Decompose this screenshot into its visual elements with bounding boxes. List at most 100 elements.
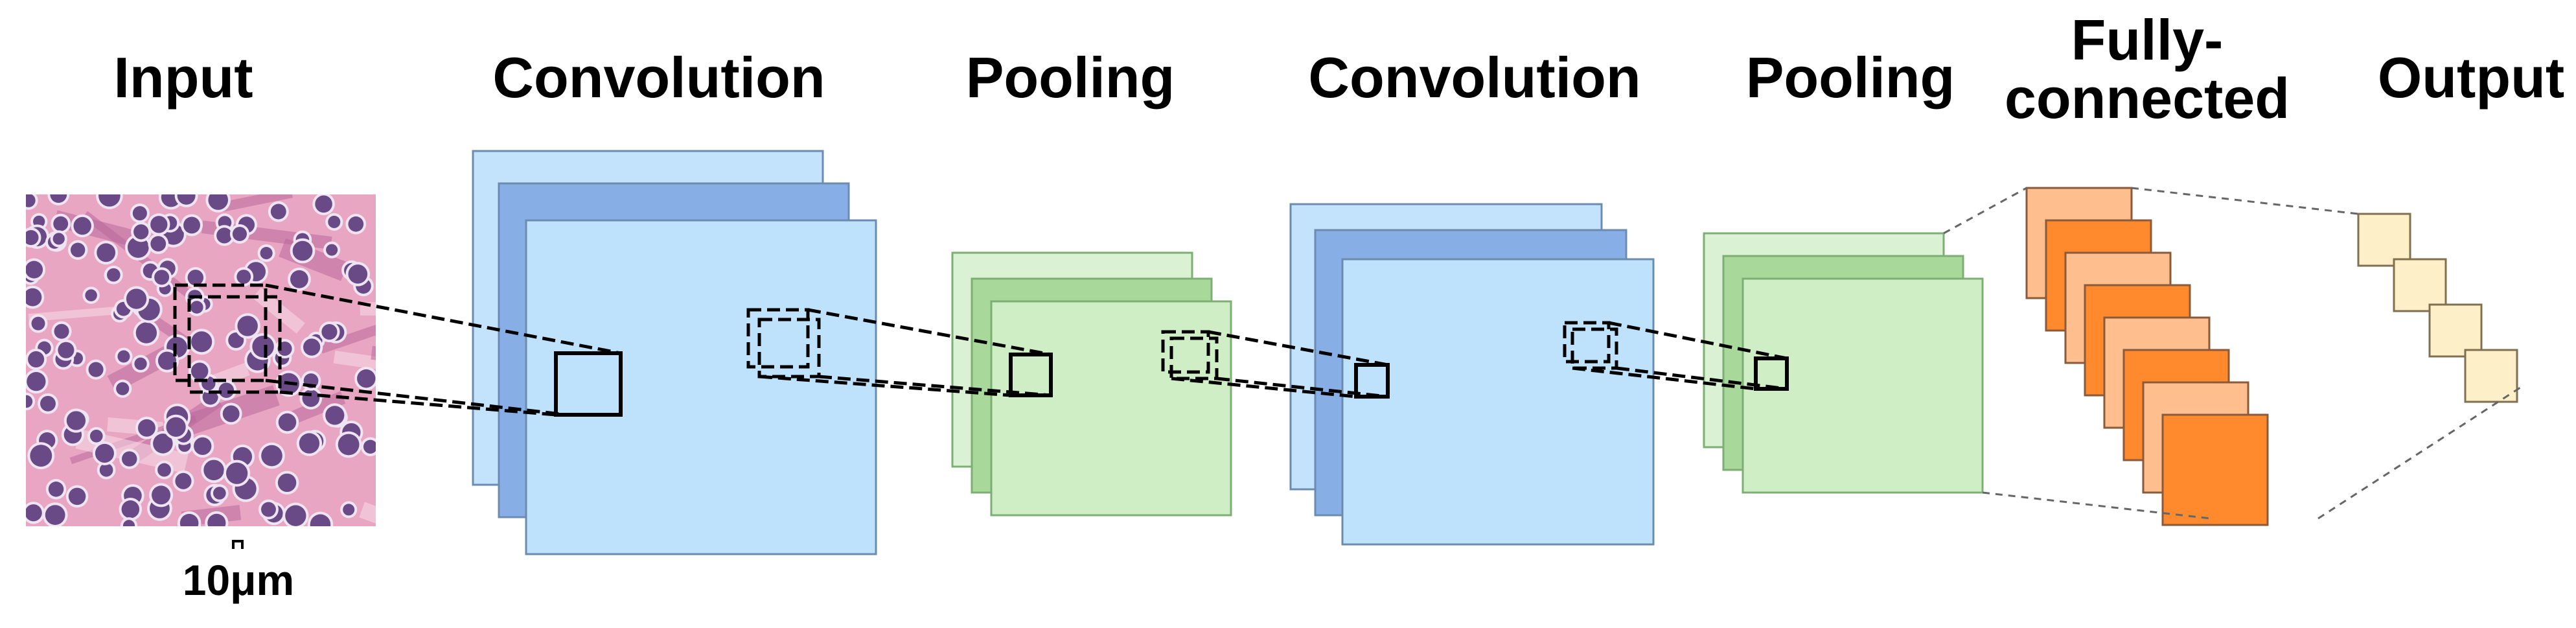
nucleus — [52, 233, 65, 245]
nucleus — [190, 301, 203, 314]
pool1-feature-maps — [951, 251, 1232, 517]
nucleus — [260, 246, 273, 260]
nucleus — [117, 350, 130, 363]
scale-bar-label: 10μm — [183, 556, 294, 604]
title-convolution-1: Convolution — [492, 45, 825, 110]
nucleus — [321, 323, 338, 340]
nucleus — [137, 419, 155, 437]
nucleus — [89, 429, 103, 443]
output-unit — [2464, 349, 2518, 403]
conv1-source-field-back — [746, 308, 810, 369]
nucleus — [26, 229, 39, 246]
projection-line — [1572, 366, 1756, 391]
pool2-feature-maps — [1703, 232, 1984, 494]
nucleus — [187, 270, 204, 286]
input-receptive-field-back — [187, 295, 282, 394]
nucleus — [191, 331, 213, 353]
conv2-map-front — [1341, 258, 1655, 546]
nucleus — [328, 215, 341, 228]
nucleus — [326, 244, 338, 256]
title-pooling-1: Pooling — [966, 45, 1175, 110]
nucleus — [28, 351, 45, 367]
nucleus — [85, 289, 97, 301]
title-convolution-2: Convolution — [1308, 45, 1640, 110]
nucleus — [237, 316, 258, 336]
receptive-field-projections — [173, 187, 2521, 520]
conv1-map-front — [525, 219, 877, 555]
tissue-streak — [319, 316, 376, 354]
nucleus — [166, 417, 186, 437]
conv2-source-field-back — [1563, 321, 1611, 364]
tissue-streak — [220, 194, 293, 213]
nucleus — [190, 362, 209, 380]
conv2-source-field-front — [1570, 327, 1618, 370]
nucleus — [70, 242, 86, 257]
conv1-receptive-field — [554, 351, 623, 417]
nucleus — [157, 351, 177, 370]
nucleus — [228, 332, 244, 349]
projection-line — [265, 378, 568, 417]
nucleus — [261, 502, 276, 517]
projection-line — [807, 308, 1052, 356]
pool1-map-front — [990, 300, 1232, 517]
nucleus — [30, 445, 52, 467]
pool1-source-field-back — [1161, 330, 1210, 374]
histology-tissue-image — [26, 194, 376, 526]
fully-connected-units — [2025, 187, 2269, 526]
nucleus — [98, 194, 121, 207]
nucleus — [348, 216, 364, 232]
nucleus — [99, 463, 113, 477]
nucleus — [31, 316, 45, 331]
nucleus — [135, 322, 157, 343]
projection-line — [279, 390, 557, 417]
nucleus — [134, 357, 147, 370]
nucleus — [270, 204, 286, 220]
scale-bar-icon — [232, 540, 244, 549]
nucleus — [150, 236, 167, 252]
conv1-source-field-front — [757, 318, 821, 378]
nucleus — [338, 434, 360, 456]
conv1-feature-maps — [472, 150, 877, 555]
tissue-streak — [359, 502, 376, 526]
input-receptive-field-front — [173, 283, 268, 382]
nucleus — [278, 413, 297, 432]
nucleus — [302, 390, 320, 407]
nucleus — [126, 288, 147, 309]
nucleus — [73, 216, 91, 235]
nucleus — [213, 487, 226, 500]
nucleus — [315, 195, 332, 213]
nucleus — [218, 382, 235, 398]
pool2-receptive-field — [1754, 356, 1789, 391]
projection-line — [1943, 187, 2027, 235]
nucleus — [53, 216, 69, 231]
nucleus — [132, 206, 147, 221]
nucleus — [207, 513, 226, 526]
nucleus — [97, 243, 116, 262]
nucleus — [236, 270, 251, 284]
conv2-receptive-field — [1354, 363, 1390, 399]
nucleus — [66, 411, 86, 430]
nucleus — [252, 335, 274, 358]
nucleus — [363, 439, 376, 454]
nucleus — [277, 473, 297, 493]
nucleus — [95, 443, 114, 463]
nucleus — [152, 485, 171, 505]
projection-line — [265, 283, 621, 355]
nucleus — [122, 520, 135, 526]
nucleus — [310, 514, 331, 526]
pool1-receptive-field — [1009, 353, 1053, 397]
nucleus — [343, 504, 355, 516]
projection-line — [1171, 377, 1357, 399]
nucleus — [127, 237, 149, 258]
nucleus — [290, 270, 308, 288]
title-fully-connected-line2: connected — [2005, 66, 2290, 130]
tissue-streak — [360, 301, 376, 316]
nucleus — [299, 433, 320, 454]
nucleus — [177, 194, 196, 205]
projection-line — [1616, 366, 1788, 391]
nucleus — [357, 369, 376, 388]
nucleus — [26, 194, 36, 207]
output-unit — [2393, 258, 2447, 312]
nucleus — [54, 323, 69, 339]
